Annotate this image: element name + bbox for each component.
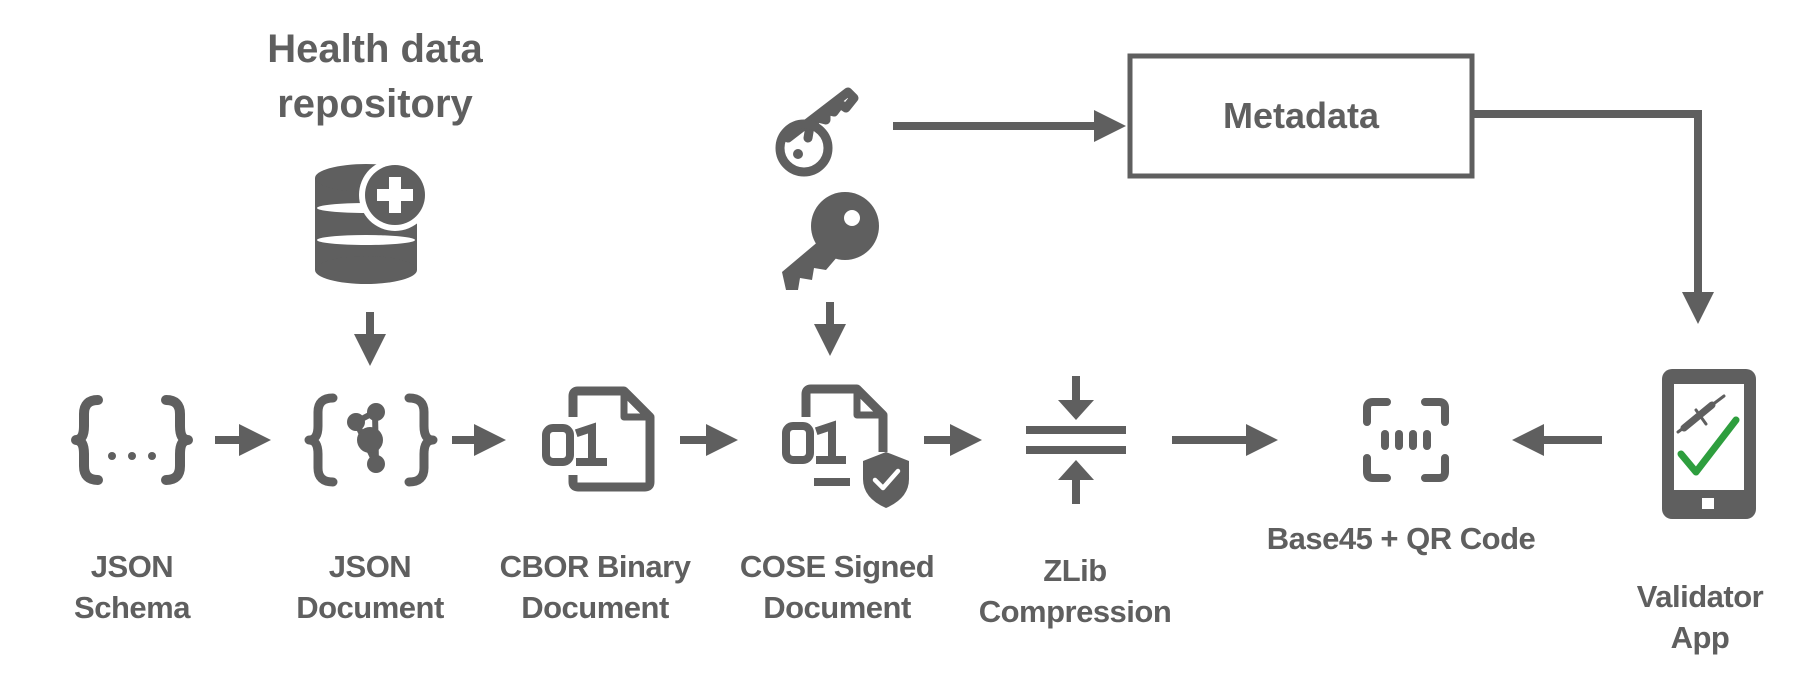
step-label-line: Base45 + QR Code bbox=[1266, 521, 1536, 556]
phone-validator-icon bbox=[1662, 369, 1756, 519]
database-plus-icon bbox=[315, 159, 431, 284]
step-label-line: Document bbox=[296, 590, 444, 625]
arrow-metadata-to-validator bbox=[1474, 110, 1714, 324]
step-label-line: Compression bbox=[978, 594, 1172, 629]
step-label-line: Document bbox=[521, 590, 669, 625]
step-label-line: JSON bbox=[90, 549, 174, 584]
braces-ellipsis-icon bbox=[71, 395, 193, 485]
outline-key-icon bbox=[775, 87, 859, 177]
checkmark-icon bbox=[1677, 416, 1740, 476]
step-label-cbor: CBOR Binary Document bbox=[485, 546, 705, 628]
step-label-zlib: ZLib Compression bbox=[960, 550, 1190, 632]
step-label-cose: COSE Signed Document bbox=[727, 546, 947, 628]
signed-file-icon bbox=[782, 384, 909, 508]
step-label-line: JSON bbox=[328, 549, 412, 584]
step-label-line: Schema bbox=[74, 590, 190, 625]
qr-scan-icon bbox=[1363, 398, 1449, 482]
step-label-json-schema: JSON Schema bbox=[42, 546, 222, 628]
compression-icon bbox=[1026, 376, 1126, 504]
metadata-label: Metadata bbox=[1222, 95, 1380, 136]
arrows bbox=[215, 110, 1714, 456]
repository-title-line2: repository bbox=[277, 82, 473, 126]
metadata-box bbox=[1127, 53, 1475, 179]
repository-title-line1: Health data bbox=[267, 27, 483, 71]
step-label-json-document: JSON Document bbox=[270, 546, 470, 628]
repository-title: Health data repository bbox=[230, 22, 520, 132]
solid-key-icon bbox=[782, 192, 879, 290]
step-label-line: App bbox=[1670, 620, 1730, 655]
step-label-line: CBOR Binary bbox=[499, 549, 691, 584]
step-label-validator: Validator App bbox=[1610, 576, 1790, 658]
step-label-line: Validator bbox=[1636, 579, 1764, 614]
syringe-icon bbox=[1676, 394, 1726, 434]
binary-file-icon bbox=[542, 386, 655, 492]
step-label-line: Document bbox=[763, 590, 911, 625]
step-label-line: COSE Signed bbox=[739, 549, 935, 584]
step-label-base45-qr: Base45 + QR Code bbox=[1246, 518, 1556, 559]
step-label-line: ZLib bbox=[1043, 553, 1107, 588]
json-network-icon bbox=[304, 393, 438, 487]
